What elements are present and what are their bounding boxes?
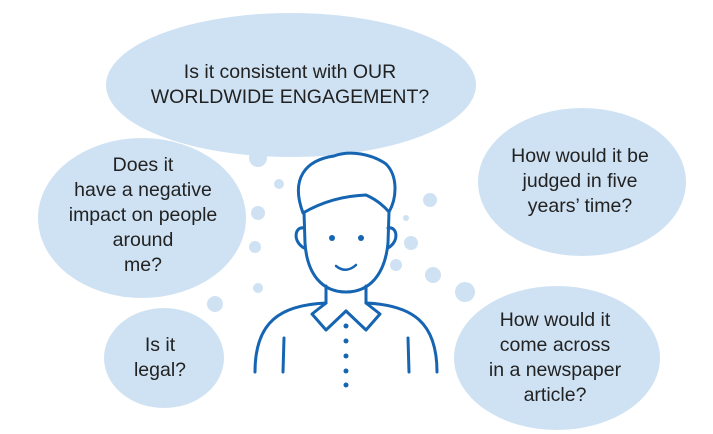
thought-dot [274, 179, 284, 189]
thought-dot [390, 259, 402, 271]
thought-dot [425, 267, 441, 283]
bubble-left-line: impact on people [68, 203, 218, 226]
bubble-right-top-line: years’ time? [527, 194, 633, 217]
bubble-news-text: How would it come across in a newspaper … [465, 302, 645, 414]
bubble-left-line: Does it [112, 153, 174, 176]
bubble-left [38, 138, 246, 298]
bubble-legal-text: Is it legal? [120, 327, 200, 389]
bubble-top-line: Is it consistent with OUR [183, 61, 397, 83]
shirt-button [343, 382, 349, 388]
bubble-news-line: article? [523, 384, 587, 406]
person-shoulders [253, 301, 439, 374]
bubble-news-line: in a newspaper [488, 359, 622, 381]
shirt-button [343, 353, 349, 359]
bubble-top-line: WORLDWIDE ENGAGEMENT? [150, 86, 430, 108]
bubble-left-line: around [112, 228, 174, 251]
person-smile [334, 263, 358, 271]
shirt-button [343, 368, 349, 374]
person-eye-left [329, 235, 335, 241]
bubble-right-top-line: How would it be [511, 144, 649, 167]
shirt-buttons [343, 323, 349, 388]
bubble-news-line: How would it [499, 309, 611, 331]
thought-dot [404, 236, 418, 250]
thought-dot [249, 149, 267, 167]
person-collar-right [344, 301, 382, 332]
bubble-legal [104, 308, 224, 408]
thought-dot [455, 282, 475, 302]
thought-dot [253, 283, 263, 293]
bubble-news-line: come across [499, 334, 611, 356]
bubble-top-text: Is it consistent with OUR WORLDWIDE ENGA… [140, 54, 440, 116]
person-eye-right [358, 235, 364, 241]
bubble-top [106, 13, 476, 157]
bubble-right-top-line: judged in five [522, 169, 638, 192]
person-hair [297, 151, 397, 215]
shirt-button [343, 323, 349, 329]
bubble-news [454, 286, 660, 430]
thought-dots [207, 149, 475, 312]
thought-dot [403, 215, 409, 221]
person-ear-left [294, 226, 306, 250]
person-collar-left [310, 301, 348, 332]
person-ear-right [386, 226, 398, 250]
bubble-legal-line: legal? [133, 359, 187, 381]
thought-dot [251, 206, 265, 220]
thought-dot [207, 296, 223, 312]
bubble-left-line: me? [124, 253, 162, 276]
bubble-left-line: have a negative [74, 178, 212, 201]
shirt-button [343, 338, 349, 344]
bubble-left-text: Does it have a negative impact on people… [58, 145, 228, 285]
person-arm-left [281, 336, 286, 374]
bubble-right-top [478, 108, 686, 256]
thought-dot [423, 193, 437, 207]
thought-dot [249, 241, 261, 253]
person-face [302, 210, 391, 294]
bubble-right-top-text: How would it be judged in five years’ ti… [480, 131, 680, 231]
person-arm-right [406, 336, 411, 374]
person-outline-icon [253, 151, 439, 374]
person-face-features [329, 235, 364, 271]
thought-bubble-shapes [38, 13, 686, 430]
bubble-legal-line: Is it [144, 334, 176, 356]
